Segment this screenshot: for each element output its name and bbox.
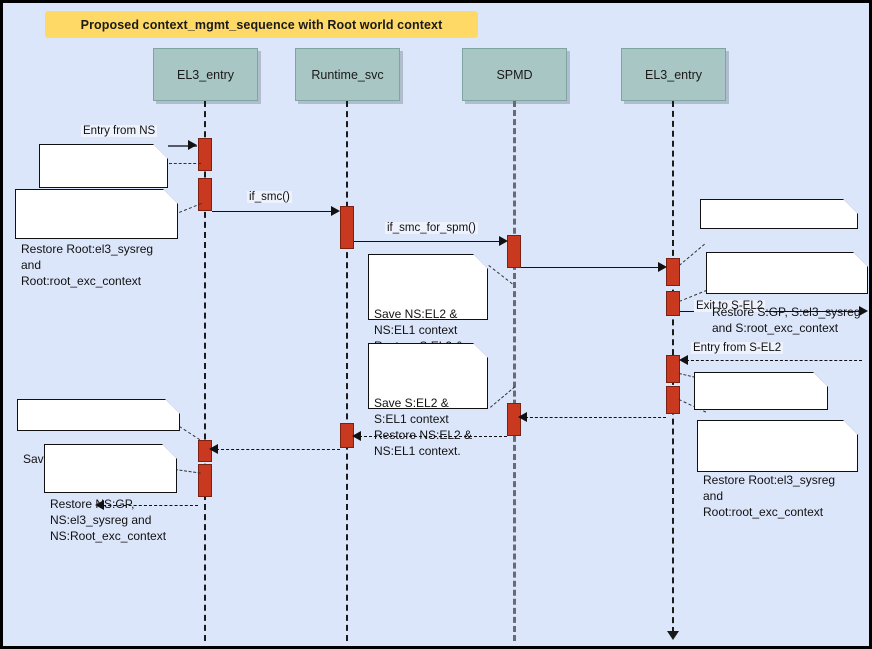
activation-el3-right-1[interactable]: [666, 258, 680, 286]
message-arrowhead-runtime-svc-to-el3-left: [209, 444, 218, 454]
note-text: Restore Root:el3_sysreg and Root:root_ex…: [21, 242, 154, 288]
note-save-ns-el2-restore-s-el2: Save NS:EL2 & NS:EL1 context Restore S:E…: [368, 254, 488, 369]
message-label-if-smc-for-spm: if_smc_for_spm(): [385, 222, 478, 234]
activation-el3-left-4[interactable]: [198, 464, 212, 497]
activation-el3-right-3[interactable]: [666, 355, 680, 383]
note-leader-10: [174, 469, 201, 474]
message-line-if-smc: [212, 211, 333, 212]
message-line-spmd-to-runtime-svc: [359, 436, 507, 437]
activation-runtime-svc-1[interactable]: [340, 206, 354, 249]
message-line-entry-from-s-el2: [686, 360, 862, 361]
activation-el3-right-4[interactable]: [666, 386, 680, 414]
message-arrowhead-spmd-to-runtime-svc: [352, 431, 361, 441]
lifeline-head-el3-entry-right[interactable]: EL3_entry: [621, 48, 726, 101]
activation-spmd-1[interactable]: [507, 235, 521, 268]
note-restore-s-gp-el3-sysreg: Restore S:GP, S:el3_sysreg and S:root_ex…: [706, 252, 868, 335]
message-label-entry-from-ns: Entry from NS: [81, 125, 158, 137]
activation-el3-left-1[interactable]: [198, 138, 212, 171]
activation-el3-right-2[interactable]: [666, 291, 680, 316]
message-label-if-smc: if_smc(): [247, 191, 292, 203]
note-save-s-el2-restore-ns-el2: Save S:EL2 & S:EL1 context Restore NS:EL…: [368, 343, 488, 458]
message-line-spmd-to-el3-right: [521, 267, 660, 268]
message-arrowhead-el3-left-exit: [95, 500, 104, 510]
note-text: Restore Root:el3_sysreg and Root:root_ex…: [703, 473, 836, 519]
message-arrowhead-if-smc-for-spm: [499, 236, 508, 246]
message-line-if-smc-for-spm: [354, 241, 501, 242]
note-save-s-gp: Save S:GP and S:root_exc_context: [694, 372, 828, 455]
lifeline-stem-spmd: [513, 101, 516, 641]
note-restore-root-el3-sysreg: Restore Root:el3_sysreg and Root:root_ex…: [15, 189, 178, 288]
message-line-el3-left-exit: [103, 505, 198, 506]
message-arrowhead-entry-from-ns: [188, 140, 197, 150]
diagram-title-banner: Proposed context_mgmt_sequence with Root…: [45, 11, 478, 38]
lifeline-endcap-el3-entry-right: [667, 631, 679, 640]
note-text: Restore NS:GP, NS:el3_sysreg and NS:Root…: [50, 497, 167, 543]
message-line-runtime-svc-to-el3-left: [216, 449, 340, 450]
note-save-root-exc-context-right: Save Root:root_exc_context: [700, 199, 858, 282]
message-line-exit-to-s-el2: [680, 311, 862, 312]
lifeline-stem-runtime-svc: [346, 101, 348, 641]
lifeline-head-runtime-svc[interactable]: Runtime_svc: [295, 48, 400, 101]
note-save-root-exc-context-left: Save Root:root_exc_context: [17, 399, 180, 466]
lifeline-head-spmd[interactable]: SPMD: [462, 48, 567, 101]
note-text: Restore S:GP, S:el3_sysreg and S:root_ex…: [712, 305, 861, 335]
note-leader-1: [169, 163, 201, 164]
note-leader-4: [679, 243, 705, 266]
message-arrowhead-exit-to-s-el2: [859, 306, 868, 316]
note-restore-root-el3-sysreg-right: Restore Root:el3_sysreg and Root:root_ex…: [697, 420, 858, 519]
message-label-exit-to-s-el2: Exit to S-EL2: [694, 300, 766, 312]
message-arrowhead-entry-from-s-el2: [679, 355, 688, 365]
note-restore-ns-gp: Restore NS:GP, NS:el3_sysreg and NS:Root…: [44, 444, 177, 543]
note-text: Save S:EL2 & S:EL1 context Restore NS:EL…: [374, 396, 473, 458]
message-arrowhead-el3-right-to-spmd: [518, 412, 527, 422]
message-label-entry-from-s-el2: Entry from S-EL2: [691, 342, 784, 354]
message-arrowhead-if-smc: [331, 206, 340, 216]
lifeline-head-el3-entry-left[interactable]: EL3_entry: [153, 48, 258, 101]
lifeline-stem-el3-entry-left: [204, 101, 206, 641]
activation-el3-left-2[interactable]: [198, 178, 212, 211]
note-save-ns-gp: Save NS:GP and NS:Root_exc_context: [39, 144, 168, 227]
message-line-el3-right-to-spmd: [525, 417, 666, 418]
message-arrowhead-spmd-to-el3-right: [658, 262, 667, 272]
